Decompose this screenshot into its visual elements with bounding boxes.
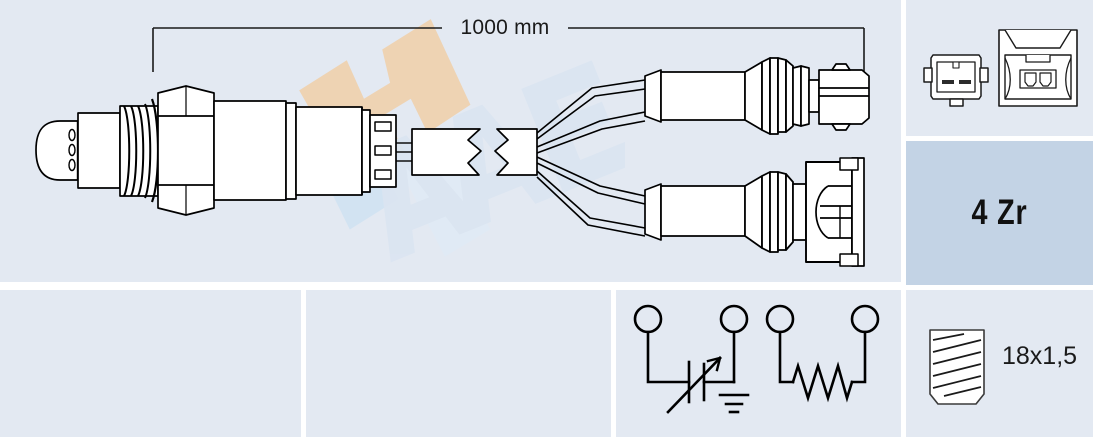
sensor-hex-nut bbox=[157, 85, 215, 216]
variable-arrow bbox=[666, 356, 722, 414]
cable-with-break bbox=[411, 128, 538, 176]
connector-lower-socket bbox=[644, 157, 865, 267]
ground-icon bbox=[718, 393, 750, 414]
sensor-tip-barrel bbox=[77, 112, 121, 189]
thread-spec-label: 18x1,5 bbox=[1002, 342, 1078, 370]
dimension-label: 1000 mm bbox=[460, 16, 550, 39]
sensor-thread-section bbox=[119, 98, 160, 203]
terminal-1 bbox=[633, 304, 663, 334]
male-plug-face-icon bbox=[923, 54, 989, 107]
panel-circuit-schematic bbox=[616, 290, 901, 437]
sensor-type-label: 4 Zr bbox=[971, 193, 1028, 232]
panel-sensor-type: 4 Zr bbox=[906, 141, 1093, 285]
sensor-body bbox=[213, 100, 371, 201]
dimension-line-group bbox=[152, 27, 865, 72]
lambda-sensor-drawing bbox=[35, 57, 870, 267]
terminal-4 bbox=[850, 304, 880, 334]
female-socket-face-icon bbox=[998, 29, 1078, 107]
panel-thread-spec: 18x1,5 bbox=[906, 290, 1093, 437]
panel-connector-faces bbox=[906, 0, 1093, 136]
panel-main-drawing: 1000 mm bbox=[0, 0, 901, 282]
terminal-3 bbox=[765, 304, 795, 334]
cable-stub bbox=[396, 142, 412, 162]
panel-empty-middle bbox=[306, 290, 611, 437]
connector-upper-plug bbox=[644, 57, 870, 135]
wire-harness bbox=[536, 79, 646, 237]
heater-resistor-icon bbox=[791, 361, 854, 403]
sensor-tip-cap bbox=[35, 120, 80, 181]
threaded-bolt-icon bbox=[929, 329, 985, 405]
cable-boot bbox=[369, 114, 397, 188]
panel-empty-left bbox=[0, 290, 301, 437]
terminal-2 bbox=[719, 304, 749, 334]
